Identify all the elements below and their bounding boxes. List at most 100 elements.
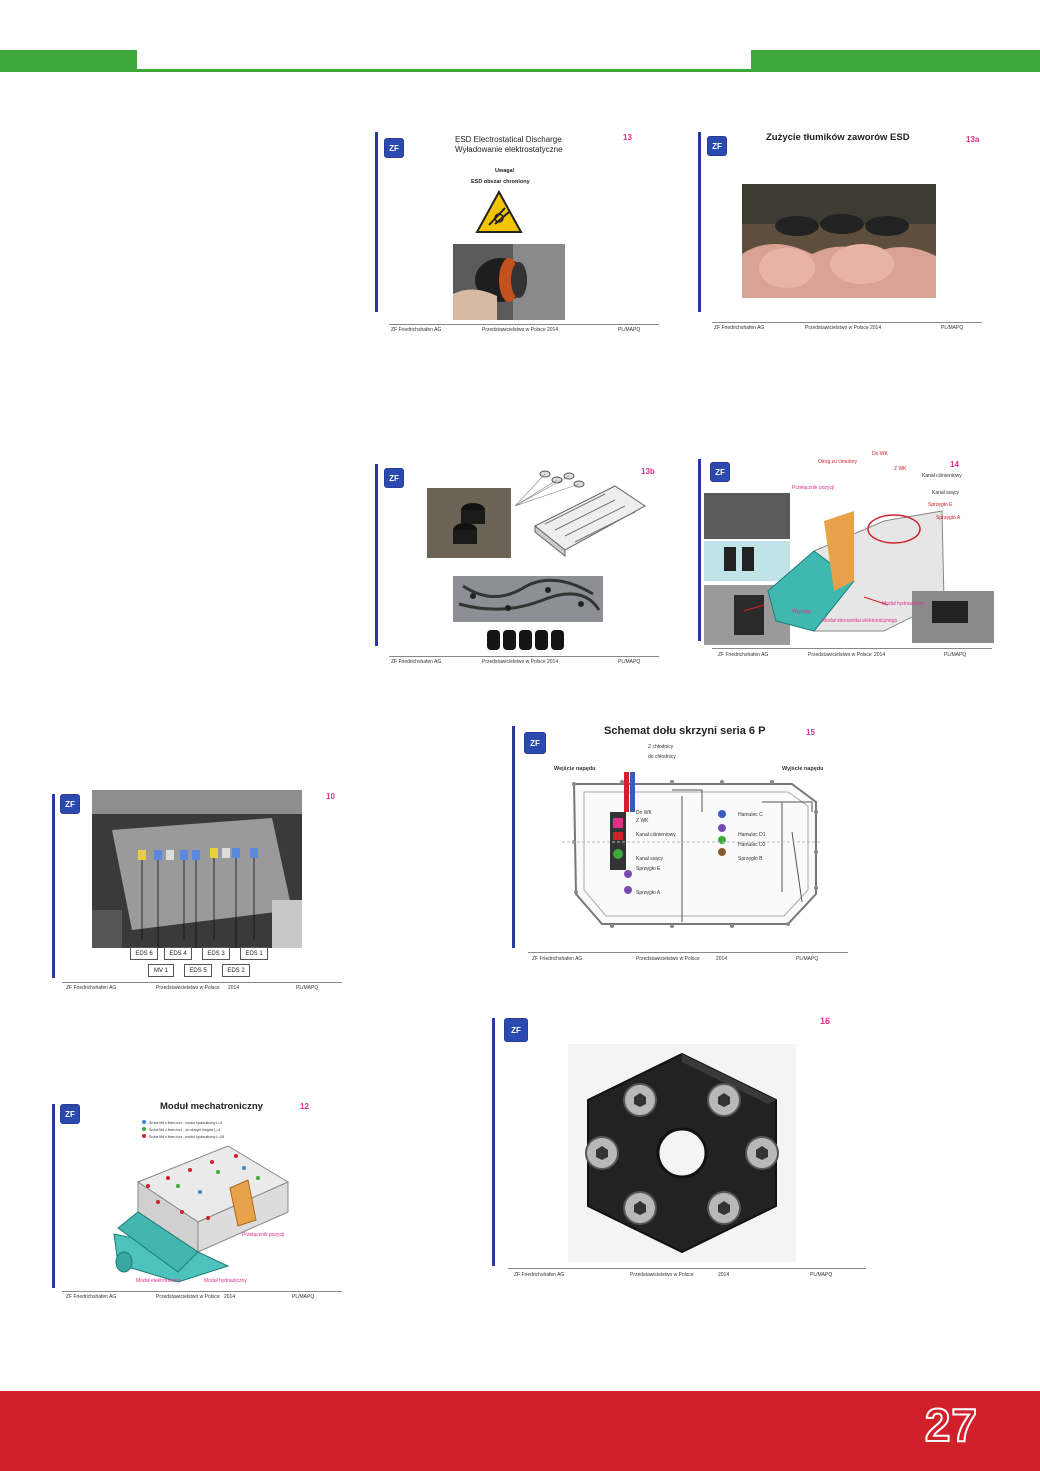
footer-office: Przedstawicielstwo w Polsce	[805, 325, 869, 331]
footer-year: 2014	[718, 1272, 730, 1278]
warning-text: ESD obszar chroniony	[471, 179, 530, 185]
slide-14: ZF 14 Do WK Olrog zu clmotory Z WK Kanał…	[698, 451, 998, 667]
label-z-wk: Z WK	[894, 466, 907, 472]
dampers-row-photo	[483, 624, 573, 654]
slide-number: 16	[820, 1016, 831, 1026]
zf-logo-icon: ZF	[524, 732, 546, 754]
label-kanal-cisnieniowy: Kanał ciśnieniowy	[636, 832, 676, 838]
slide-number: 14	[950, 460, 959, 469]
footer-company: ZF Friedrichshafen AG	[718, 652, 769, 658]
label-eds-1: EDS 1	[240, 947, 268, 960]
valve-damper-photo	[742, 184, 936, 298]
label-wyjscie-napedu: Wyjście napędu	[782, 766, 824, 772]
label-sprzeglo-b: Sprzęgło B	[738, 856, 763, 862]
footer-year: 2014	[874, 652, 886, 658]
label-eds-2: EDS 2	[222, 964, 250, 977]
separation-plate-photo	[453, 576, 603, 622]
valve-body-engine-photo	[92, 790, 302, 948]
footer-company: ZF Friedrichshafen AG	[714, 325, 765, 331]
label-modul-hydrauliczny: Moduł hydrauliczny	[204, 1278, 247, 1284]
label-z-chlodnicy: Z chłodnicy	[648, 744, 674, 750]
footer-code: PL/MAPQ	[944, 652, 967, 658]
footer-year: 2014	[224, 1294, 236, 1300]
label-przelacznik-pozycji: Przełącznik pozycji	[242, 1232, 285, 1238]
label-przelacznik-pozycji: Przełącznik pozycji	[792, 485, 835, 491]
label-do-wk: Do WK	[872, 451, 888, 457]
slide-title: Zużycie tłumików zaworów ESD	[766, 132, 910, 143]
mechatronic-module-drawing	[113, 1145, 290, 1282]
footer-code: PL/MAPQ	[796, 956, 819, 962]
footer-company: ZF Friedrichshafen AG	[532, 956, 583, 962]
slide-title: ESD Electrostatical Discharge	[455, 135, 562, 144]
label-kanal-ssacy: Kanał ssący	[932, 490, 959, 496]
label-modul-sterownika: Moduł sterownika elektronicznego	[822, 618, 898, 624]
zf-logo-icon: ZF	[384, 468, 404, 488]
footer-year: 2014	[547, 327, 559, 333]
slide-title: Moduł mechatroniczny	[160, 1101, 263, 1112]
oil-pan-schematic	[562, 772, 822, 928]
legend-item-2: Śruba M6 z łbem torx - do skrzyni biegów…	[142, 1127, 220, 1132]
slide-15: ZF Schemat dołu skrzyni seria 6 P 15 Wej…	[512, 720, 852, 966]
damper-closeup-photo	[427, 488, 511, 558]
esd-warning-icon	[475, 190, 523, 233]
slide-number: 12	[300, 1102, 309, 1111]
seal-photo	[453, 244, 565, 320]
footer-company: ZF Friedrichshafen AG	[514, 1272, 565, 1278]
label-hamulec-d1: Hamulec D1	[738, 832, 766, 838]
footer-company: ZF Friedrichshafen AG	[66, 1294, 117, 1300]
header-rule	[137, 69, 751, 72]
footer-company: ZF Friedrichshafen AG	[391, 327, 442, 333]
label-eds-3: EDS 3	[202, 947, 230, 960]
footer-year: 2014	[716, 956, 728, 962]
legend-item-1: Śruba M6 z łbem torx - moduł hydrauliczn…	[142, 1120, 222, 1125]
label-sprzeglo-a: Sprzęgło A	[936, 515, 961, 521]
mechatronic-photo-collage	[704, 493, 994, 645]
zf-logo-icon: ZF	[504, 1018, 528, 1042]
slide-10: ZF 10 EDS 6 EDS 4 EDS 3 EDS 1 MV 1 EDS 5…	[52, 786, 348, 998]
slide-13b: ZF 13b ZF Friedrichshafen AG Przedstawic…	[375, 460, 665, 672]
footer-company: ZF Friedrichshafen AG	[391, 659, 442, 665]
footer-office: Przedstawicielstwo w Polsce	[482, 327, 546, 333]
zf-logo-icon: ZF	[710, 462, 730, 482]
zf-logo-icon: ZF	[60, 1104, 80, 1124]
label-do-wk: Do WK	[636, 810, 652, 816]
slide-title: Schemat dołu skrzyni seria 6 P	[604, 725, 766, 737]
slide-number: 13a	[966, 135, 980, 144]
page-number: 27	[924, 1398, 978, 1452]
footer-year: 2014	[870, 325, 882, 331]
label-mv-1: MV 1	[148, 964, 174, 977]
label-modul-hydrauliczny: Moduł hydrauliczny	[882, 601, 925, 607]
label-wejscie-napedu: Wejście napędu	[554, 766, 596, 772]
slide-13a: ZF Zużycie tłumików zaworów ESD 13a ZF F…	[698, 128, 988, 338]
footer-band	[0, 1391, 1040, 1471]
footer-code: PL/MAPQ	[618, 659, 641, 665]
label-wtyczka: Wtyczka	[792, 609, 811, 615]
footer-office: Przedstawicielstwo w Polsce	[636, 956, 700, 962]
label-hamulec-c: Hamulec C	[738, 812, 763, 818]
label-kanal-cisnieniowy: Kanał ciśnieniowy	[922, 473, 962, 479]
zf-logo-icon: ZF	[707, 136, 727, 156]
footer-company: ZF Friedrichshafen AG	[66, 985, 117, 991]
header-bar-left	[0, 50, 137, 72]
footer-office: Przedstawicielstwo w Polsce	[156, 985, 220, 991]
label-sprzeglo-e: Sprzęgło E	[928, 502, 953, 508]
slide-number: 10	[326, 792, 335, 801]
footer-office: Przedstawicielstwo w Polsce	[156, 1294, 220, 1300]
valve-body-drawing	[515, 470, 646, 558]
label-modul-elektroniczny: Moduł elektroniczny	[136, 1278, 181, 1284]
label-z-wk: Z WK	[636, 818, 649, 824]
flex-disc-photo	[568, 1044, 796, 1262]
legend-item-3: Śruba M6 z łbem torx - moduł hydrauliczn…	[142, 1134, 224, 1139]
slide-number: 15	[806, 728, 815, 737]
footer-code: PL/MAPQ	[618, 327, 641, 333]
label-sprzeglo-e: Sprzęgło E	[636, 866, 661, 872]
footer-office: Przedstawicielstwo w Polsce	[482, 659, 546, 665]
footer-code: PL/MAPQ	[941, 325, 964, 331]
warning-title: Uwaga!	[495, 168, 515, 174]
label-sprzeglo-a: Sprzęgło A	[636, 890, 661, 896]
slide-12: ZF Moduł mechatroniczny 12 Śruba M6 z łb…	[52, 1096, 348, 1308]
footer-code: PL/MAPQ	[810, 1272, 833, 1278]
slide-16: ZF 16 ZF Friedrichshafen AG Przedstawici…	[492, 1010, 872, 1282]
footer-year: 2014	[547, 659, 559, 665]
zf-logo-icon: ZF	[384, 138, 404, 158]
